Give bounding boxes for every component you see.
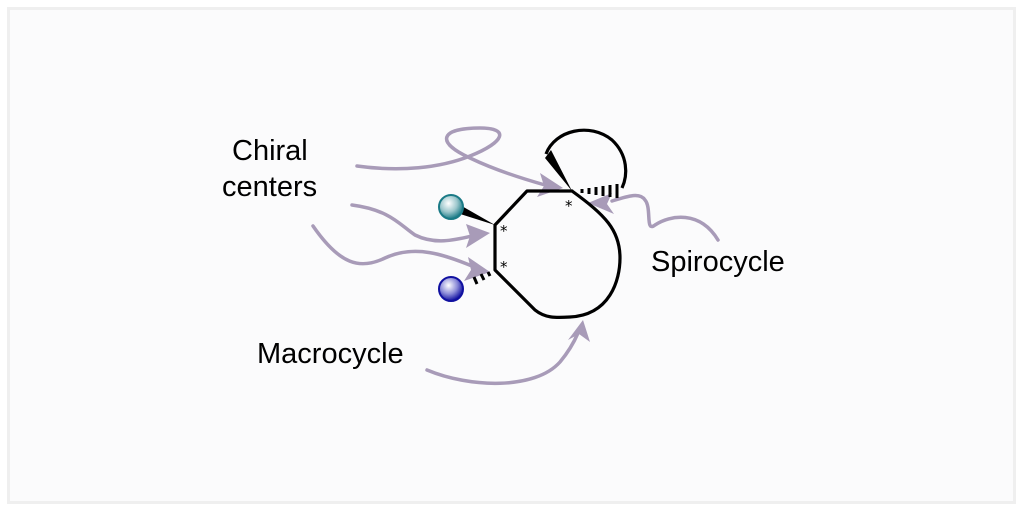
- arrowhead-spirocycle: [588, 193, 614, 214]
- diagram-panel: [7, 7, 1016, 504]
- label-macrocycle: Macrocycle: [257, 338, 404, 370]
- stereo-marker-spiro: *: [565, 197, 573, 215]
- arrowhead-upper-center: [466, 224, 490, 248]
- atom-teal: [438, 194, 464, 220]
- stereo-marker-lower: *: [500, 258, 508, 276]
- arrow-spirocycle: [610, 193, 720, 242]
- arrowhead-macrocycle: [568, 320, 590, 342]
- label-spirocycle: Spirocycle: [651, 246, 785, 278]
- wedge-bond-teal: [457, 205, 495, 225]
- spirocycle-ring: [544, 128, 628, 189]
- macrocycle-ring: [493, 189, 622, 320]
- wedge-bond-spiro: [545, 150, 572, 191]
- arrow-chiral-to-upper-center: [350, 203, 474, 243]
- stereo-marker-upper: *: [500, 222, 508, 240]
- atom-blue: [438, 276, 464, 302]
- arrowhead-lower-center: [464, 257, 490, 281]
- arrow-chiral-to-lower-center: [311, 224, 474, 268]
- arrow-chiral-to-spiro-center: [355, 126, 547, 187]
- hashed-bond-blue: [472, 271, 492, 285]
- hashed-bond-spiro: [580, 184, 619, 198]
- label-centers: centers: [222, 171, 317, 203]
- arrow-macrocycle: [425, 331, 580, 386]
- label-chiral: Chiral: [232, 135, 308, 167]
